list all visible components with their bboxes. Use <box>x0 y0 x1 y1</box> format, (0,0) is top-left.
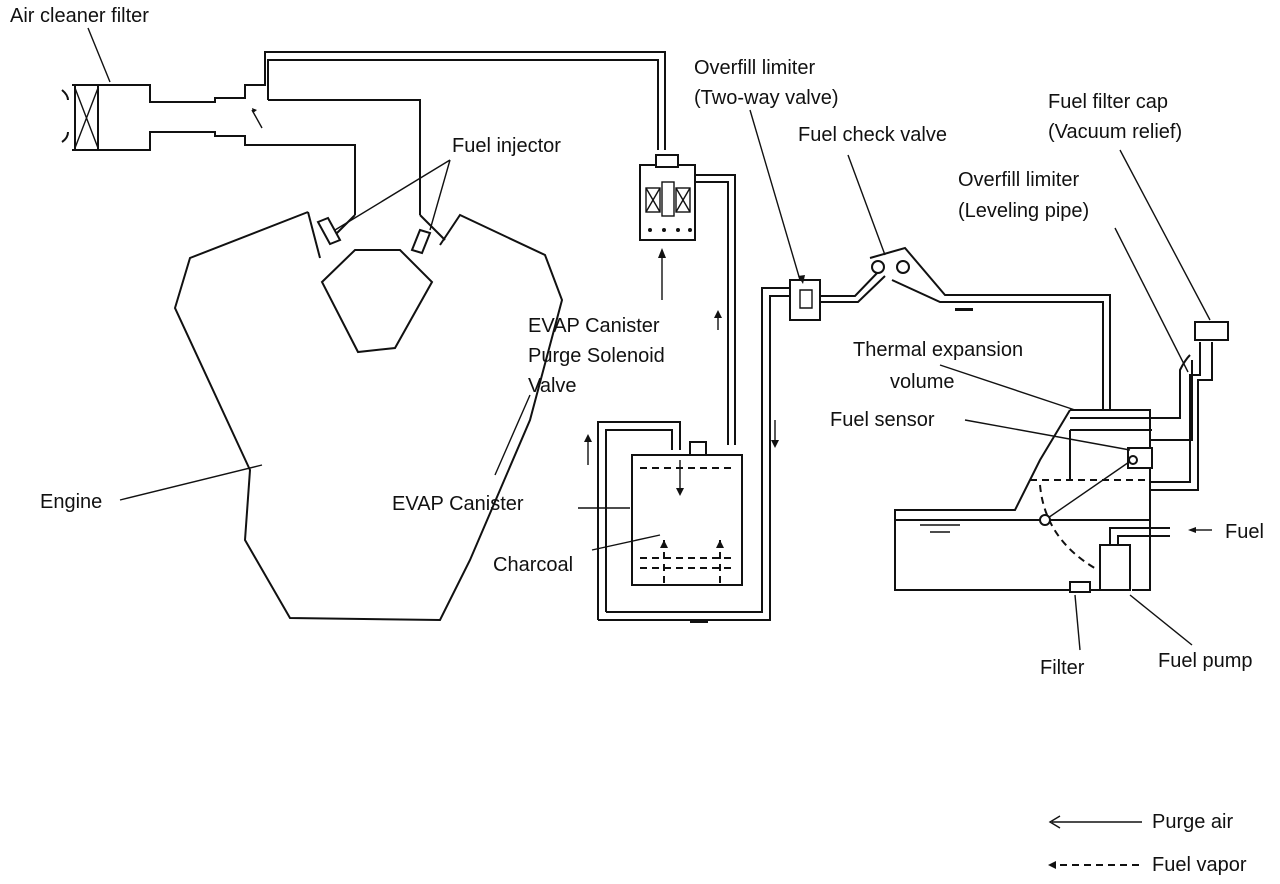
air-cleaner-assembly <box>61 51 666 215</box>
label-overfill-two-way-line1: Overfill limiter <box>694 57 816 79</box>
label-filter: Filter <box>1040 657 1085 679</box>
legend-purge-air: Purge air <box>1152 811 1234 833</box>
leader-lines <box>87 27 1211 651</box>
label-overfill-two-way-line2: (Two-way valve) <box>694 87 839 109</box>
label-thermal-line1: Thermal expansion <box>853 339 1024 361</box>
label-fuel-pump: Fuel pump <box>1158 650 1253 672</box>
label-fuel-injector: Fuel injector <box>452 135 561 157</box>
label-purge-valve-line2: Purge Solenoid <box>528 345 665 367</box>
label-fuel-filter-cap-line1: Fuel filter cap <box>1048 91 1169 113</box>
fuel-tank <box>894 321 1229 593</box>
legend-fuel-vapor: Fuel vapor <box>1152 854 1247 876</box>
label-purge-valve-line3: Valve <box>528 375 577 397</box>
evap-canister <box>584 287 790 623</box>
two-way-valve <box>789 246 1111 410</box>
label-purge-valve-line1: EVAP Canister <box>528 315 660 337</box>
label-thermal-line2: volume <box>890 371 955 393</box>
engine-block <box>173 211 564 622</box>
label-fuel-check-valve: Fuel check valve <box>798 124 947 146</box>
label-overfill-leveling-line1: Overfill limiter <box>958 169 1080 191</box>
label-fuel-filter-cap-line2: (Vacuum relief) <box>1048 121 1183 143</box>
label-fuel: Fuel <box>1225 521 1264 543</box>
legend-symbols <box>1048 815 1142 869</box>
purge-solenoid-valve <box>639 154 736 445</box>
label-charcoal: Charcoal <box>493 554 574 576</box>
label-engine: Engine <box>40 491 103 513</box>
label-air-cleaner-filter: Air cleaner filter <box>10 5 149 27</box>
label-overfill-leveling-line2: (Leveling pipe) <box>958 200 1090 222</box>
label-evap-canister: EVAP Canister <box>392 493 524 515</box>
label-fuel-sensor: Fuel sensor <box>830 409 935 431</box>
